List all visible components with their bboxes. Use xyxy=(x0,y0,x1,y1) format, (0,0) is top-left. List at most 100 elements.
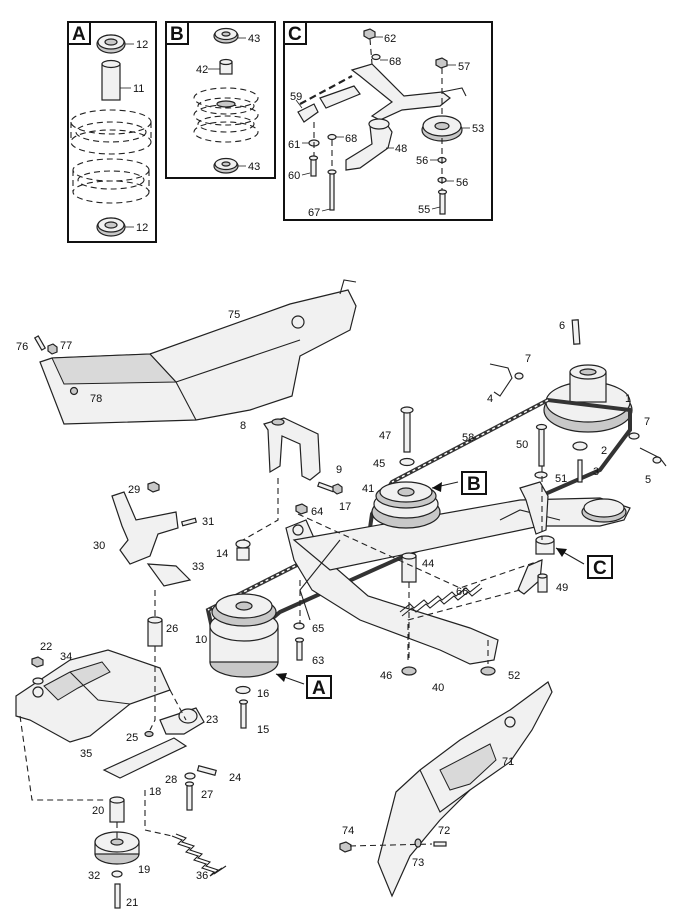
inset-c: C xyxy=(283,21,493,221)
callout-label: 71 xyxy=(502,756,514,768)
callout-label: 29 xyxy=(128,484,140,496)
callout-label: 41 xyxy=(362,483,374,495)
callout-label: 32 xyxy=(88,870,100,882)
callout-label: 24 xyxy=(229,772,241,784)
callout-label: 14 xyxy=(216,548,228,560)
hardware-part xyxy=(33,335,79,396)
spacer-part xyxy=(219,58,233,75)
callout-label: 28 xyxy=(165,774,177,786)
callout-label: 51 xyxy=(555,473,567,485)
callout-label: 15 xyxy=(257,724,269,736)
callout-label: 12 xyxy=(136,222,148,234)
callout-label: 50 xyxy=(516,439,528,451)
engine-pulley-part xyxy=(543,364,633,433)
spring-part xyxy=(171,833,227,877)
inset-pointer-a: A xyxy=(275,673,332,699)
callout-label: 53 xyxy=(472,123,484,135)
callout-label: 26 xyxy=(166,623,178,635)
callout-label: 35 xyxy=(80,748,92,760)
callout-label: 11 xyxy=(133,83,144,95)
arm-part xyxy=(345,118,393,171)
mounting-bracket-part xyxy=(263,417,321,481)
callout-label: 49 xyxy=(556,582,568,594)
callout-label: 21 xyxy=(126,897,138,909)
idler-arm-part xyxy=(517,481,627,595)
callout-label: 12 xyxy=(136,39,148,51)
inset-pointer-b: B xyxy=(431,471,487,495)
double-pulley-part xyxy=(371,481,441,529)
callout-label: 74 xyxy=(342,825,354,837)
double-pulley-outline xyxy=(193,87,259,143)
callout-label: 59 xyxy=(290,91,302,103)
callout-label: 7 xyxy=(525,353,531,365)
callout-label: 20 xyxy=(92,805,104,817)
inset-b-letter: B xyxy=(170,24,184,45)
callout-label: 72 xyxy=(438,825,450,837)
callout-label: 25 xyxy=(126,732,138,744)
callout-label: 68 xyxy=(389,56,401,68)
callout-label: 16 xyxy=(257,688,269,700)
callout-label: 18 xyxy=(149,786,161,798)
small-pulley-part xyxy=(94,796,140,909)
callout-label: 33 xyxy=(192,561,204,573)
spacer-tube-part xyxy=(101,59,121,101)
hardware-part xyxy=(317,481,343,495)
callout-label: 8 xyxy=(240,420,246,432)
main-exploded-view: B C A 75 76 77 78 6 7 4 1 7 5 2 3 8 9 47… xyxy=(15,279,667,909)
callout-label: 34 xyxy=(60,651,72,663)
inset-pointer-a-label: A xyxy=(312,678,326,699)
idler-frame-part xyxy=(285,497,631,665)
callout-label: 2 xyxy=(601,445,607,457)
callout-label: 78 xyxy=(90,393,102,405)
spring-part xyxy=(399,583,483,617)
callout-label: 44 xyxy=(422,558,434,570)
callout-label: 61 xyxy=(288,139,300,151)
callout-label: 64 xyxy=(311,506,323,518)
callout-label: 40 xyxy=(432,682,444,694)
callout-label: 68 xyxy=(345,133,357,145)
callout-label: 7 xyxy=(644,416,650,428)
bearing-part xyxy=(96,217,126,237)
callout-label: 4 xyxy=(487,393,493,405)
hardware-part xyxy=(297,28,448,215)
callout-label: 56 xyxy=(416,155,428,167)
inset-pointer-b-label: B xyxy=(467,474,481,495)
callout-label: 3 xyxy=(593,466,599,478)
callout-label: 62 xyxy=(384,33,396,45)
callout-label: 42 xyxy=(196,64,208,76)
inset-pointer-c-label: C xyxy=(593,558,607,579)
belt-guard-right-part xyxy=(377,681,553,898)
bracket-part xyxy=(111,481,198,587)
hardware-part xyxy=(339,838,447,853)
callout-label: 46 xyxy=(380,670,392,682)
callout-label: 67 xyxy=(308,207,320,219)
callout-label: 76 xyxy=(16,341,28,353)
callout-label: 56 xyxy=(456,177,468,189)
callout-label: 1 xyxy=(625,393,631,405)
callout-label: 66 xyxy=(456,586,468,598)
callout-label: 43 xyxy=(248,33,260,45)
hardware-part xyxy=(401,666,496,676)
callout-label: 19 xyxy=(138,864,150,876)
pulley-part xyxy=(421,115,463,142)
callout-label: 17 xyxy=(339,501,351,513)
callout-label: 6 xyxy=(559,320,565,332)
inset-c-letter: C xyxy=(288,24,302,45)
callout-label: 30 xyxy=(93,540,105,552)
callout-label: 5 xyxy=(645,474,651,486)
callout-label: 45 xyxy=(373,458,385,470)
hardware-part xyxy=(235,503,308,729)
callout-label: 52 xyxy=(508,670,520,682)
inset-a: A xyxy=(67,21,157,243)
bolt-part xyxy=(399,406,415,467)
callout-label: 73 xyxy=(412,857,424,869)
inset-b: B 43 42 43 xyxy=(165,21,276,179)
callout-label: 27 xyxy=(201,789,213,801)
callout-label: 63 xyxy=(312,655,324,667)
callout-label: 36 xyxy=(196,870,208,882)
callout-label: 75 xyxy=(228,309,240,321)
callout-label: 31 xyxy=(202,516,214,528)
callout-label: 47 xyxy=(379,430,391,442)
callout-label: 9 xyxy=(336,464,342,476)
bearing-part xyxy=(96,34,126,54)
